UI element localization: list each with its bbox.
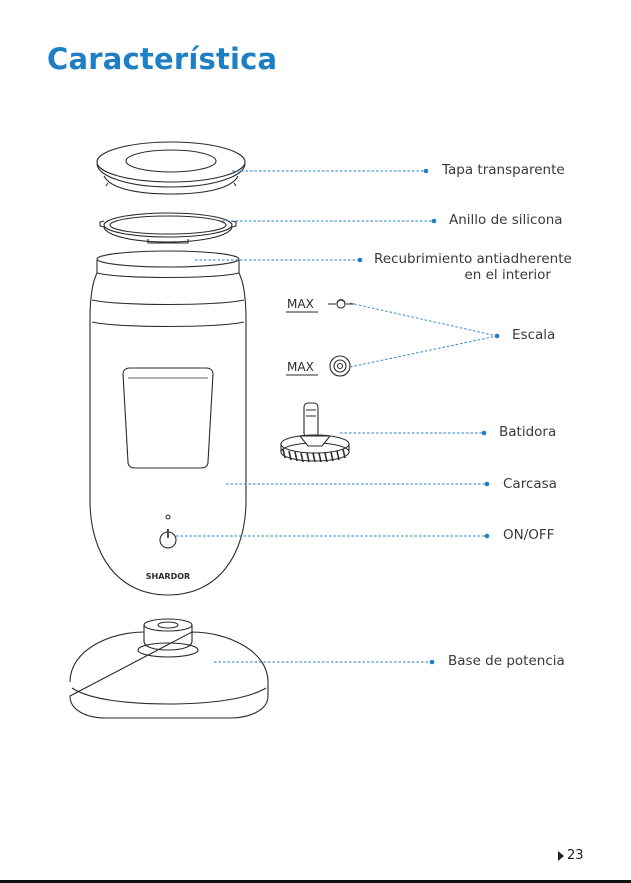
leader-escala-2 bbox=[350, 336, 497, 367]
label-recubrimiento-2: en el interior bbox=[452, 267, 551, 283]
triangle-icon bbox=[558, 851, 564, 861]
page-number-text: 23 bbox=[567, 848, 584, 863]
milk-frother-body bbox=[90, 251, 246, 595]
label-base-potencia: Base de potencia bbox=[448, 653, 565, 669]
max-mark-2: MAX bbox=[287, 360, 314, 374]
power-base bbox=[70, 619, 268, 718]
whisk bbox=[281, 403, 349, 462]
label-escala: Escala bbox=[512, 327, 555, 343]
leader-escala-1 bbox=[350, 303, 497, 336]
label-recubrimiento-1: Recubrimiento antiadherente bbox=[374, 251, 572, 267]
label-on-off: ON/OFF bbox=[503, 527, 554, 543]
label-tapa-transparente: Tapa transparente bbox=[442, 162, 565, 178]
silicone-ring bbox=[100, 213, 236, 243]
label-carcasa: Carcasa bbox=[503, 476, 557, 492]
brand-logo-text: SHARDOR bbox=[146, 572, 190, 581]
label-anillo-silicona: Anillo de silicona bbox=[449, 212, 563, 228]
label-batidora: Batidora bbox=[499, 424, 556, 440]
max-mark-1: MAX bbox=[287, 297, 314, 311]
page-number: 23 bbox=[558, 848, 584, 863]
transparent-lid bbox=[97, 142, 245, 194]
